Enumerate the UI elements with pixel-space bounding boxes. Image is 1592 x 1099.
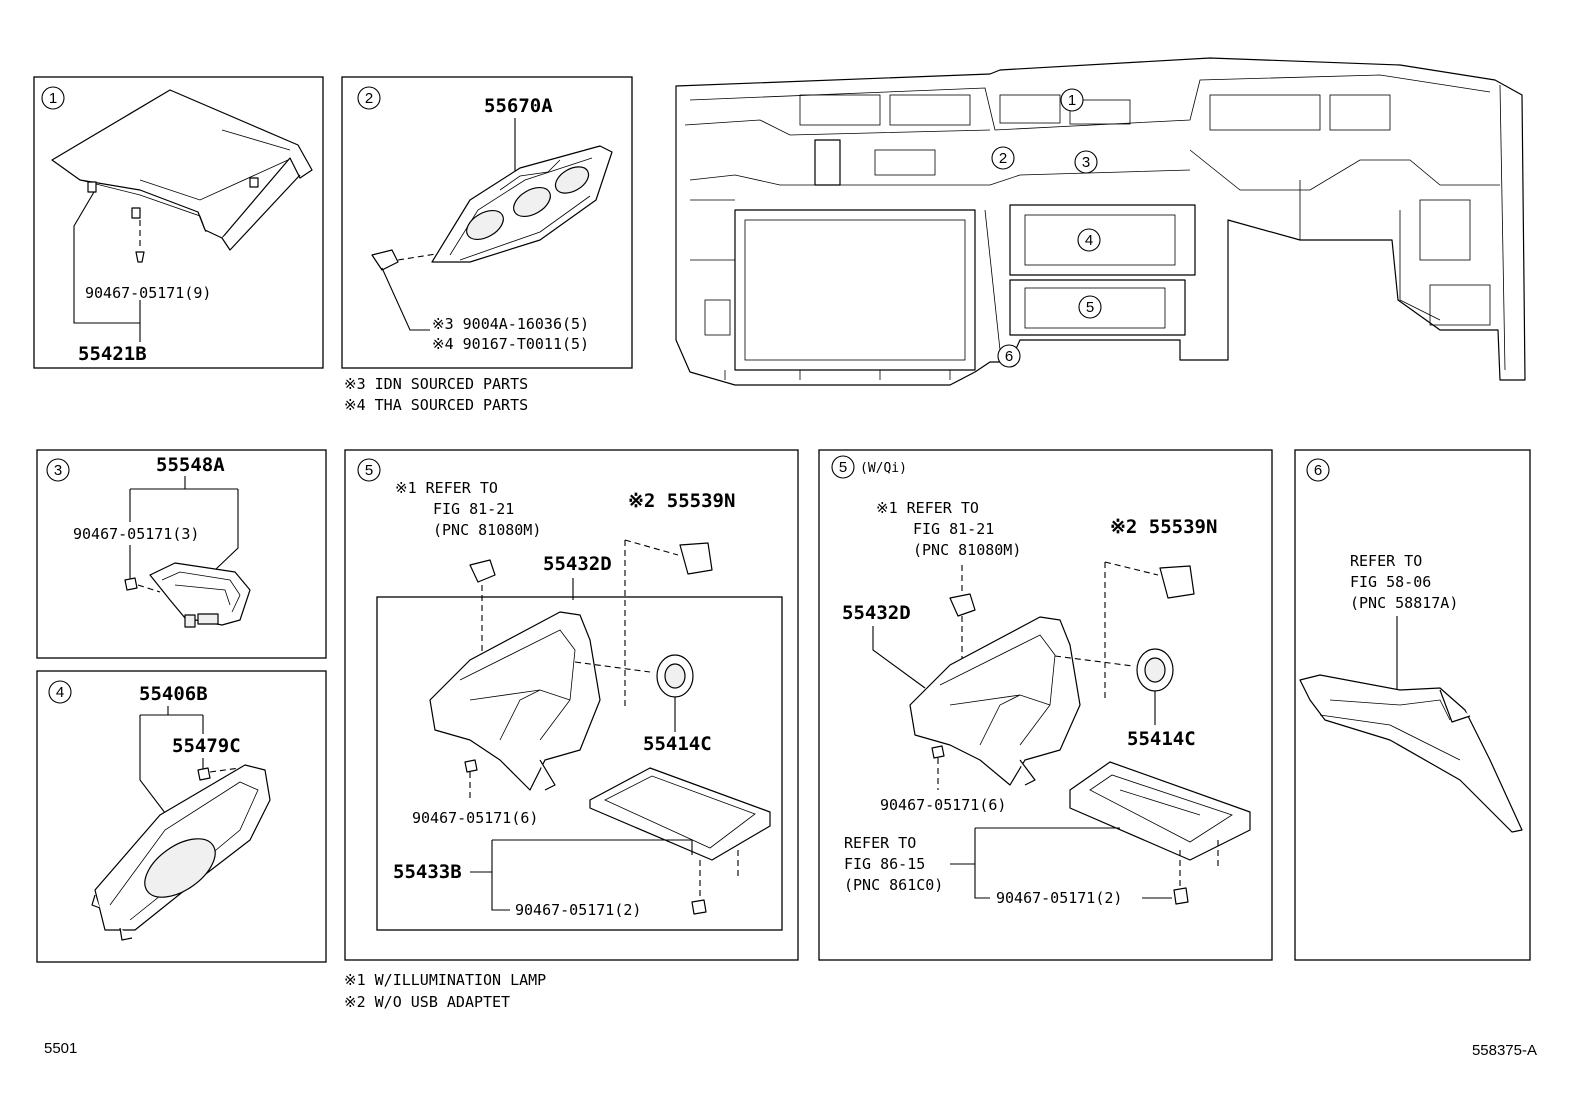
label-wqi: (W/Qi) (860, 461, 907, 476)
callout-4: 4 (56, 684, 64, 701)
overview-callout-6: 6 (1005, 348, 1013, 365)
label-55479c: 55479C (172, 735, 241, 757)
label-screw-9004a-16036: ※3 9004A-16036(5) (432, 315, 589, 333)
label-screw-90467-05171-9: 90467-05171(9) (85, 284, 211, 302)
panel-2: 2 55670A ※3 9004A-16036(5) ※4 90167-T001… (341, 76, 633, 369)
tray-55433b (589, 767, 771, 861)
label-refer-to-6: REFER TO (1350, 552, 1422, 570)
label-screw-90467-05171-2: 90467-05171(2) (515, 901, 641, 919)
wireless-charger-tray (1069, 761, 1251, 861)
label-screw-90467-05171-2-qi: 90467-05171(2) (996, 889, 1122, 907)
label-55548a: 55548A (156, 454, 225, 476)
label-refer-to-qi-1: ※1 REFER TO (876, 499, 979, 517)
callout-3: 3 (54, 462, 62, 479)
callout-5-wqi: 5 (839, 459, 847, 476)
label-pnc-81080m: (PNC 81080M) (433, 521, 541, 539)
callout-6: 6 (1314, 462, 1322, 479)
label-pnc-58817a: (PNC 58817A) (1350, 594, 1458, 612)
overview-callout-5: 5 (1086, 299, 1094, 316)
label-screw-90167-t0011: ※4 90167-T0011(5) (432, 335, 589, 353)
bracket-55432d (429, 611, 601, 791)
overview-callout-3: 3 (1082, 154, 1090, 171)
callout-5: 5 (365, 462, 373, 479)
note-illumination-lamp: ※1 W/ILLUMINATION LAMP (344, 971, 546, 989)
side-panel-58817a (1299, 674, 1523, 833)
cover-panel-55421b (51, 89, 313, 251)
trim-55548a (149, 562, 251, 628)
label-55539n-qi: ※2 55539N (1110, 516, 1217, 538)
panel-4: 4 55406B 55479C (36, 670, 327, 963)
panel-5: 5 ※1 REFER TO FIG 81-21 (PNC 81080M) ※2 … (344, 449, 799, 961)
garnish-55406b (91, 764, 271, 941)
label-55421b: 55421B (78, 343, 147, 365)
label-screw-90467-05171-6: 90467-05171(6) (412, 809, 538, 827)
dashboard-overview: 1 2 3 4 5 6 (675, 57, 1526, 386)
overview-callouts: 1 2 3 4 5 6 (991, 88, 1102, 368)
label-55432d-qi: 55432D (842, 602, 911, 624)
bracket-55432d-qi (909, 616, 1081, 786)
label-refer-to-qi-2: REFER TO (844, 834, 916, 852)
socket-55414c-qi (1136, 648, 1174, 692)
callout-1: 1 (49, 90, 57, 107)
label-fig-81-21-qi: FIG 81-21 (913, 520, 994, 538)
callout-2: 2 (365, 90, 373, 107)
overview-callout-2: 2 (999, 150, 1007, 167)
label-55433b: 55433B (393, 861, 462, 883)
note-usb-adapter: ※2 W/O USB ADAPTET (344, 993, 510, 1011)
note-idn-sourced: ※3 IDN SOURCED PARTS (344, 375, 528, 393)
panel-5-wqi: 5 (W/Qi) ※1 REFER TO FIG 81-21 (PNC 8108… (818, 449, 1273, 961)
label-fig-58-06: FIG 58-06 (1350, 573, 1431, 591)
panel-6: 6 REFER TO FIG 58-06 (PNC 58817A) (1294, 449, 1531, 961)
label-55414c: 55414C (643, 733, 712, 755)
label-55406b: 55406B (139, 683, 208, 705)
socket-55414c (656, 654, 694, 698)
panel-3: 3 55548A 90467-05171(3) (36, 449, 327, 659)
note-tha-sourced: ※4 THA SOURCED PARTS (344, 396, 528, 414)
label-fig-81-21: FIG 81-21 (433, 500, 514, 518)
label-pnc-861c0: (PNC 861C0) (844, 876, 943, 894)
footer-code-left: 5501 (44, 1040, 77, 1057)
label-fig-86-15: FIG 86-15 (844, 855, 925, 873)
label-55670a: 55670A (484, 95, 553, 117)
label-55414c-qi: 55414C (1127, 728, 1196, 750)
label-pnc-81080m-qi: (PNC 81080M) (913, 541, 1021, 559)
vent-duct-55670a (431, 145, 613, 263)
label-55432d: 55432D (543, 553, 612, 575)
label-refer-to-1: ※1 REFER TO (395, 479, 498, 497)
overview-callout-1: 1 (1068, 92, 1076, 109)
label-screw-90467-05171-3: 90467-05171(3) (73, 525, 199, 543)
label-screw-90467-05171-6-qi: 90467-05171(6) (880, 796, 1006, 814)
footer-code-right: 558375-A (1472, 1042, 1537, 1059)
overview-callout-4: 4 (1085, 232, 1093, 249)
panel-1: 1 90467-05171(9) 55421B (33, 76, 324, 369)
label-55539n: ※2 55539N (628, 490, 735, 512)
